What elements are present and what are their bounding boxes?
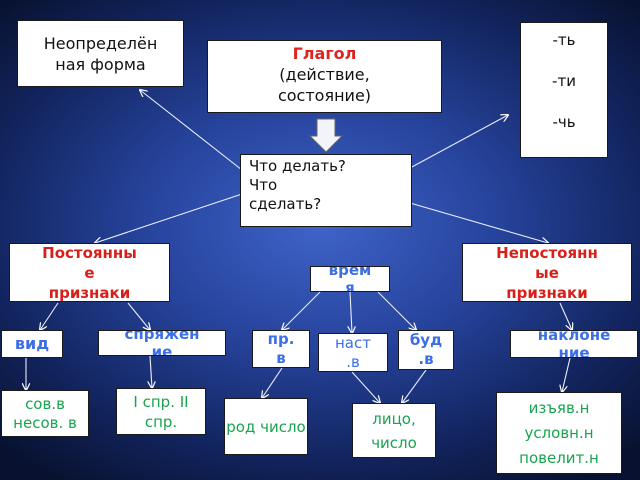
suffix-ch: -чь: [552, 113, 576, 131]
future-tense-label: буд .в: [409, 331, 443, 368]
gender-number-box: род число: [224, 398, 308, 455]
arrow-tense-to-future: [377, 291, 416, 330]
verb-subtitle: (действие, состояние): [277, 65, 372, 105]
infinitive-box: Неопределён ная форма: [17, 20, 184, 87]
arrow-tense-to-past: [282, 291, 321, 330]
suffix-t: -ть: [552, 31, 576, 49]
arrow-future-to-person: [402, 369, 427, 403]
questions-text: Что делать? Что сделать?: [249, 157, 346, 213]
questions-box: Что делать? Что сделать?: [240, 154, 412, 227]
mood-box: наклоне ние: [510, 330, 638, 358]
mood-label: наклоне ние: [537, 330, 611, 358]
mood-values-text: изъяв.н условн.н повелит.н: [519, 398, 599, 467]
arrow-past-to-gender: [262, 367, 283, 398]
gender-number-text: род число: [226, 417, 306, 436]
past-tense-box: пр. в: [252, 330, 310, 368]
arrow-to-aspect: [40, 302, 59, 330]
past-tense-label: пр. в: [267, 330, 295, 367]
arrow-present-to-person: [351, 371, 380, 403]
arrow-tense-to-present: [350, 291, 352, 333]
arrow-conjugation-to-values: [150, 355, 152, 388]
arrow-to-constant: [95, 193, 243, 243]
conjugation-values-box: I спр. II спр.: [116, 388, 206, 435]
constant-features-box: Постоянны е признаки: [9, 243, 170, 302]
mood-values-box: изъяв.н условн.н повелит.н: [496, 392, 622, 474]
nonconstant-features-box: Непостоянн ые признаки: [462, 243, 632, 302]
present-tense-label: наст .в: [335, 333, 371, 371]
verb-box: Глагол (действие, состояние): [207, 40, 442, 113]
down-block-arrow: [308, 118, 344, 153]
present-tense-box: наст .в: [318, 333, 388, 372]
aspect-values-box: сов.в несов. в: [1, 390, 89, 437]
aspect-values-text: сов.в несов. в: [13, 394, 77, 432]
arrow-to-mood: [559, 302, 572, 330]
infinitive-label: Неопределён ная форма: [43, 33, 158, 74]
arrow-to-conjugation: [127, 302, 150, 330]
nonconstant-features-label: Непостоянн ые признаки: [496, 243, 598, 302]
arrow-to-infinitive: [140, 90, 243, 171]
arrow-to-suffixes: [409, 115, 508, 169]
suffixes-box: -ть -ти -чь: [520, 22, 608, 158]
conjugation-values-text: I спр. II спр.: [133, 392, 189, 431]
suffix-ti: -ти: [552, 72, 576, 90]
tense-label: врем я: [328, 266, 372, 292]
constant-features-label: Постоянны е признаки: [42, 243, 137, 302]
aspect-box: вид: [1, 330, 63, 358]
person-number-box: лицо, число: [352, 403, 436, 458]
aspect-label: вид: [14, 334, 50, 353]
arrow-to-nonconstant: [409, 202, 548, 243]
arrow-mood-to-values: [562, 357, 571, 392]
future-tense-box: буд .в: [398, 330, 454, 370]
tense-box: врем я: [310, 266, 390, 292]
conjugation-box: спряжен ие: [98, 330, 226, 356]
person-number-text: лицо, число: [371, 409, 417, 452]
conjugation-label: спряжен ие: [124, 330, 200, 356]
verb-title: Глагол: [292, 44, 357, 63]
